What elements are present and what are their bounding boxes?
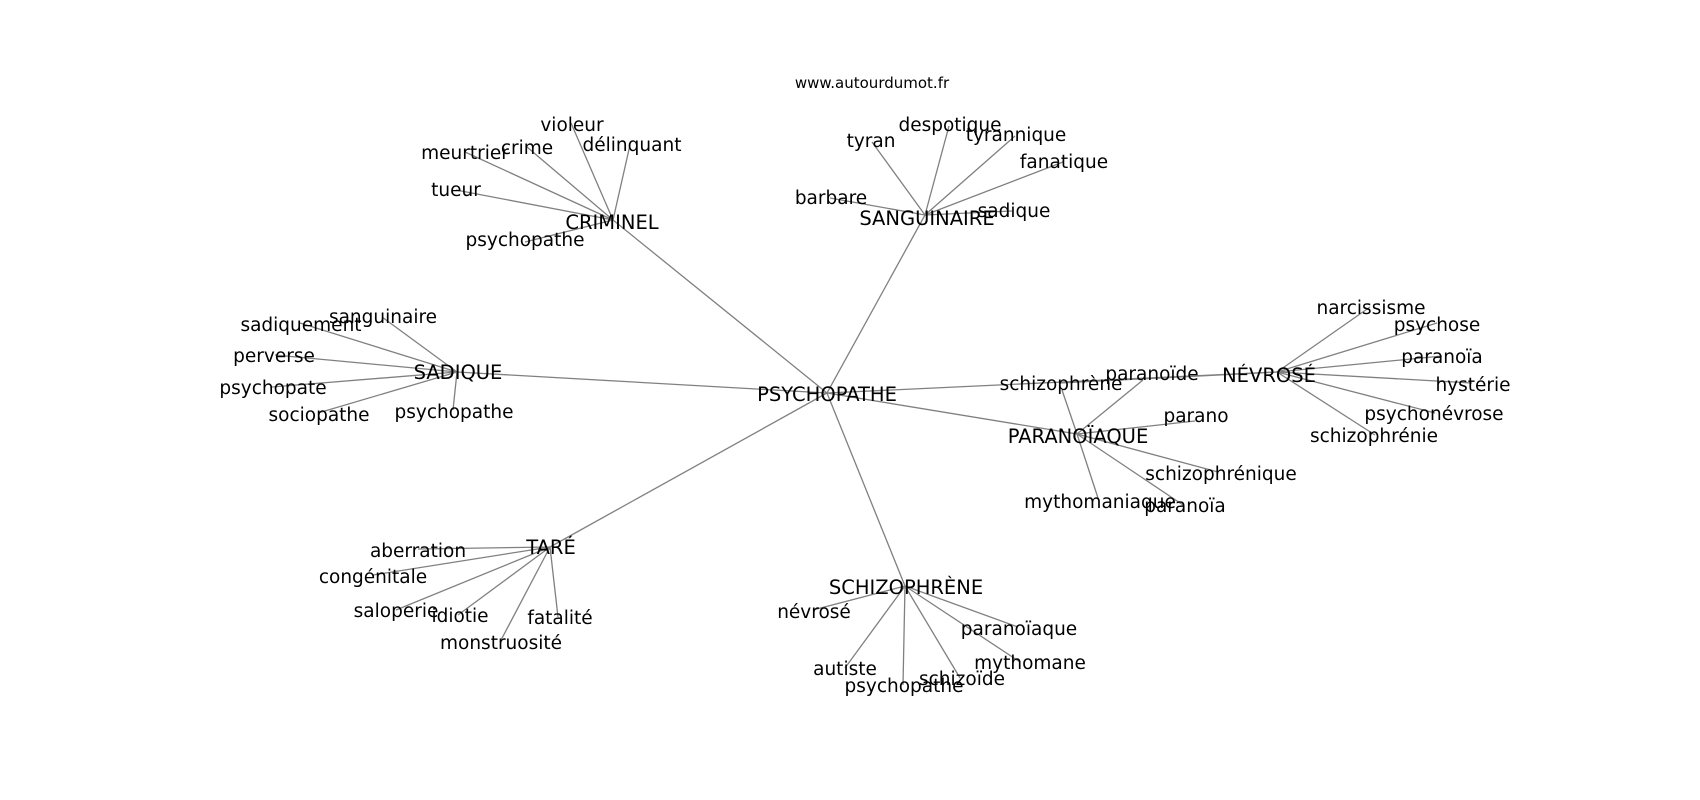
hub-label-sanguinaire: SANGUINAIRE [859,207,994,230]
word-node: violeur [540,115,604,136]
hub-label-nevrose: NÉVROSÉ [1222,364,1316,387]
word-node: schizophrène [1000,374,1123,395]
word-node: sociopathe [268,405,369,426]
word-node: mythomane [974,653,1086,674]
tare-edges [372,546,559,643]
word-node: paranoïaque [961,619,1077,640]
word-node: paranoïa [1144,496,1226,517]
hub-label-criminel: CRIMINEL [565,211,658,234]
word-node: meurtrier [421,143,509,164]
word-node: idiotie [431,606,488,627]
word-node: schizoïde [919,669,1005,690]
word-node: aberration [370,541,466,562]
center-node-label: PSYCHOPATHE [757,383,897,406]
center-edges [456,214,1278,587]
word-node: mythomaniaque [1024,492,1176,513]
word-node: tueur [431,180,481,201]
hub-label-schizophrene: SCHIZOPHRÈNE [829,576,983,599]
sanguinaire-edges [829,125,1064,216]
word-node: psychopate [219,378,326,399]
edge-center-criminel [612,219,828,394]
word-node: sadique [978,201,1051,222]
edge-center-schizophrene [826,392,906,587]
word-node: autiste [813,659,877,680]
word-node: narcissisme [1316,298,1425,319]
edge-center-tare [549,392,828,548]
word-node: névrosé [777,602,851,623]
word-node: schizophrénique [1145,464,1296,485]
word-node: sadiquement [240,315,361,336]
word-node: psychopathe [395,402,514,423]
word-node: crime [501,138,553,159]
word-node: monstruosité [440,633,562,654]
word-node: sanguinaire [329,307,437,328]
word-node: paranoïde [1105,364,1198,385]
word-node: perverse [233,346,315,367]
word-node: psychose [1394,315,1481,336]
word-node: paranoïa [1401,347,1483,368]
word-node: schizophrénie [1310,426,1438,447]
word-node: tyran [847,131,896,152]
word-node: tyrannique [966,125,1067,146]
hub-label-paranoiaque: PARANOÏAQUE [1008,425,1149,448]
hub-label-tare: TARÉ [525,536,576,559]
word-node: congénitale [319,567,427,588]
word-node: fatalité [527,608,592,629]
paranoiaque-edges [1061,379,1219,506]
sadique-edges [271,316,458,414]
word-node: despotique [898,115,1001,136]
word-node: délinquant [583,135,682,156]
word-node: parano [1163,406,1228,427]
word-node: hystérie [1435,375,1510,396]
edge-center-paranoiaque [826,392,1078,435]
edge-center-sanguinaire [826,214,926,394]
word-node: psychonévrose [1364,404,1503,425]
word-node: fanatique [1020,152,1108,173]
edge-center-sadique [456,371,828,394]
word-node: saloperie [354,601,439,622]
nevrose-edges [1059,306,1473,436]
schizophrene-edges [812,585,1021,686]
word-node: psychopathe [845,676,964,697]
source-url: www.autourdumot.fr [795,74,950,92]
word-node: psychopathe [466,230,585,251]
criminel-edges [455,122,631,243]
word-node: barbare [795,188,867,209]
hub-label-sadique: SADIQUE [414,361,503,384]
